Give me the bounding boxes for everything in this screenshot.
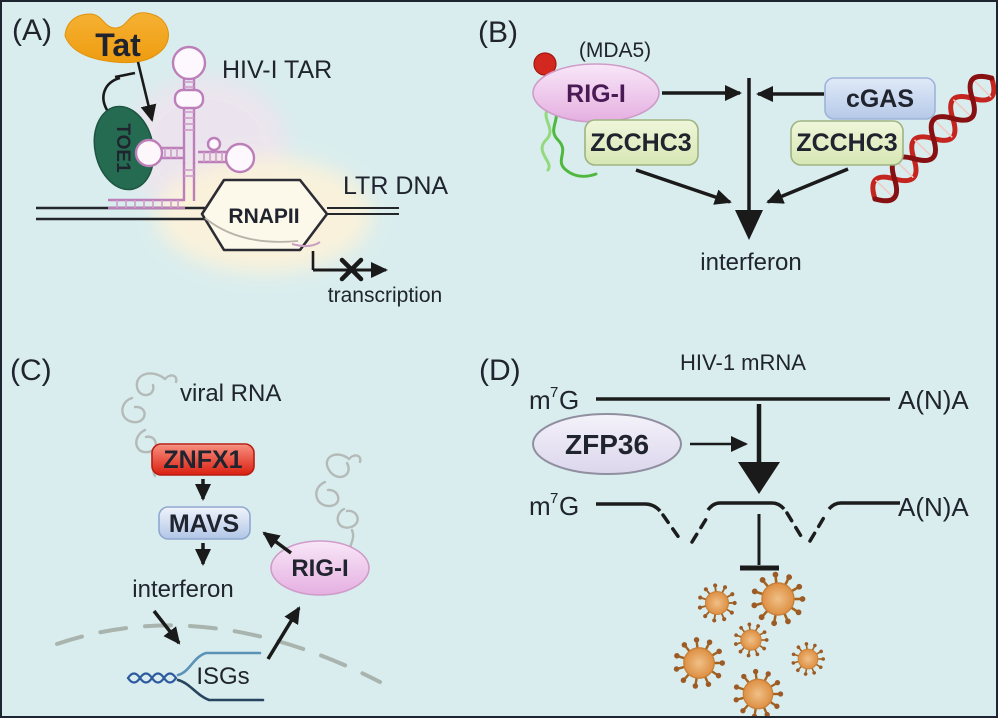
tar-apical-loop	[171, 45, 207, 81]
panel-d-label: (D)	[479, 354, 521, 387]
tar-left-loop	[134, 138, 164, 168]
rna-squiggle-rigi	[315, 453, 362, 553]
cap-m7g-top: m 7 G	[529, 384, 579, 415]
cap-superscript-7: 7	[550, 384, 558, 401]
znfx1-box	[151, 443, 255, 476]
tat-label: Tat	[95, 27, 141, 63]
mavs-box	[158, 506, 251, 540]
transcription-label: transcription	[328, 284, 442, 307]
template-strand-curve	[204, 217, 299, 243]
panel-a: (A) Tat TOE1 HIV-I TAR RNAPII LTR DNA tr…	[12, 12, 448, 307]
rigi-label-c: RIG-I	[291, 555, 348, 582]
virus-particle	[673, 637, 725, 689]
virus-particle	[791, 642, 825, 676]
interferon-arrowhead	[735, 210, 763, 240]
panel-d: (D) HIV-1 mRNA m 7 G A(N)A ZFP36 m 7 G A…	[479, 350, 969, 718]
degradation-arrow	[738, 404, 780, 494]
transcription-block-x	[339, 257, 364, 282]
zcchc3-right-label: ZCCHC3	[796, 129, 897, 157]
polya-bottom-label: A(N)A	[898, 492, 969, 522]
zcchc3-left-label: ZCCHC3	[590, 129, 691, 157]
panel-c: (C) viral RNA ZNFX1 MAVS interferon RIG-…	[10, 354, 382, 702]
cap-g: G	[559, 385, 579, 415]
tat-blob	[64, 12, 169, 64]
tar-stems	[108, 78, 228, 210]
cleavage-dashes	[661, 511, 828, 544]
ltr-dna-label: LTR DNA	[343, 172, 448, 200]
cap-g: G	[559, 491, 579, 521]
virus-particle	[734, 622, 769, 657]
hiv1-mrna-title: HIV-1 mRNA	[680, 350, 806, 375]
virus-particles	[673, 571, 825, 718]
mda5-label: (MDA5)	[579, 39, 651, 62]
virion-inhibition-tbar	[740, 514, 779, 571]
rigi-oval-c	[270, 540, 370, 596]
interferon-convergence-arrows	[635, 78, 849, 214]
isgs-bottom-strand	[176, 678, 265, 702]
rigi-label-b: RIG-I	[566, 80, 626, 108]
tar-small-bulge	[206, 136, 222, 152]
cgas-label: cGAS	[846, 85, 914, 113]
virus-particle	[733, 669, 783, 718]
panel-a-label: (A)	[12, 14, 52, 47]
rnapii-hexagon	[200, 178, 329, 252]
toe1-inhibition-tbar	[102, 71, 136, 111]
cap-m: m	[529, 385, 551, 415]
znfx1-label: ZNFX1	[163, 446, 242, 474]
interferon-label-b: interferon	[700, 249, 801, 276]
tar-right-loop	[224, 142, 256, 174]
polya-top-label: A(N)A	[898, 385, 969, 415]
zfp36-label: ZFP36	[565, 429, 649, 460]
tar-rna-structure	[108, 45, 256, 210]
panel-b: (B) (MDA5) RIG-I ZCCHC3 cGAS ZCCHC3 inte…	[478, 16, 996, 276]
toe1-label: TOE1	[112, 123, 133, 173]
virus-particle	[751, 571, 806, 626]
panel-b-label: (B)	[478, 16, 518, 49]
rnapii-label: RNAPII	[228, 205, 299, 228]
cgas-box	[824, 77, 936, 120]
cap-m7g-bottom: m 7 G	[529, 490, 579, 521]
cap-m: m	[529, 491, 551, 521]
isgs-dna-twist	[126, 672, 178, 684]
isgs-top-strand	[176, 651, 262, 677]
panel-c-arrows	[152, 479, 301, 660]
transcription-arrow	[311, 251, 388, 282]
mrna-degraded-line	[596, 501, 900, 544]
tar-rungs	[116, 81, 223, 208]
dna-red-helix	[870, 73, 996, 204]
nuclear-envelope-arc	[55, 623, 382, 684]
zcchc3-right-box	[790, 120, 904, 166]
tat-to-tar-arrow	[136, 61, 157, 122]
panel-c-label: (C)	[10, 354, 52, 387]
hiv-tar-label: HIV-I TAR	[222, 56, 332, 84]
mavs-label: MAVS	[169, 510, 239, 538]
interferon-label-c: interferon	[132, 576, 233, 603]
nascent-rna-curl	[291, 241, 321, 248]
zfp36-oval	[532, 413, 682, 475]
dna-rungs	[875, 79, 992, 199]
virus-particle	[697, 583, 736, 623]
zcchc3-left-box	[584, 119, 699, 166]
viral-rna-label: viral RNA	[180, 380, 281, 407]
isgs-label: ISGs	[196, 663, 249, 690]
cap-superscript-7: 7	[550, 490, 558, 507]
isgs-gene	[126, 651, 265, 702]
tar-bulge	[173, 88, 205, 110]
